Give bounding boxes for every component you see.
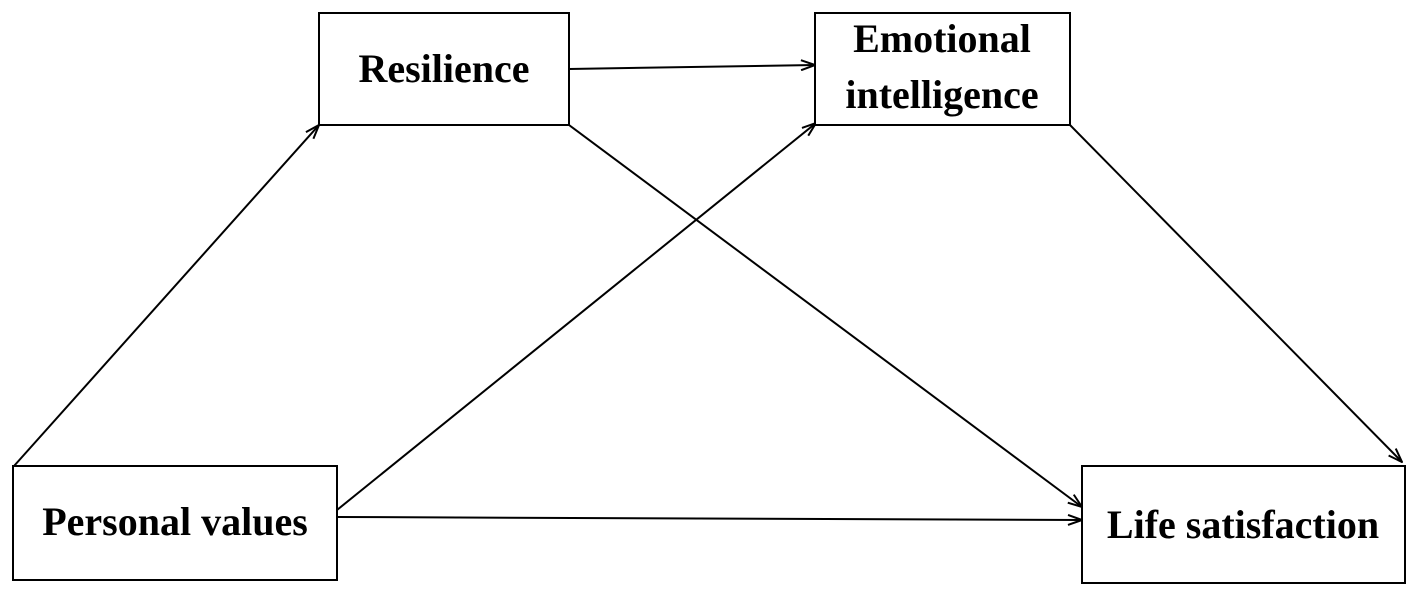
node-life-satisfaction-box (1081, 465, 1406, 584)
node-resilience-label: Resilience (358, 46, 529, 91)
node-emotional-intelligence-label-line2: intelligence (845, 72, 1038, 117)
edge-resilience-to-emotional-intelligence (568, 65, 815, 69)
node-resilience: Resilience (318, 12, 570, 126)
edge-emotional-intelligence-to-life-satisfaction (1069, 124, 1402, 462)
edge-personal-values-to-emotional-intelligence (336, 123, 816, 511)
node-emotional-intelligence-label-line1: Emotional (853, 16, 1031, 61)
node-life-satisfaction-label: Life satisfaction (1107, 502, 1379, 547)
node-emotional-intelligence-box (814, 12, 1071, 126)
node-life-satisfaction: Life satisfaction (1081, 465, 1406, 584)
node-personal-values-label: Personal values (42, 499, 308, 544)
node-personal-values: Personal values (12, 465, 338, 581)
node-resilience-box (318, 12, 570, 126)
node-emotional-intelligence: Emotional intelligence (814, 12, 1071, 126)
edges (13, 65, 1402, 520)
edge-personal-values-to-life-satisfaction (336, 517, 1082, 520)
edge-resilience-to-life-satisfaction (568, 124, 1082, 507)
node-personal-values-box (12, 465, 338, 581)
edge-personal-values-to-resilience (13, 125, 319, 467)
